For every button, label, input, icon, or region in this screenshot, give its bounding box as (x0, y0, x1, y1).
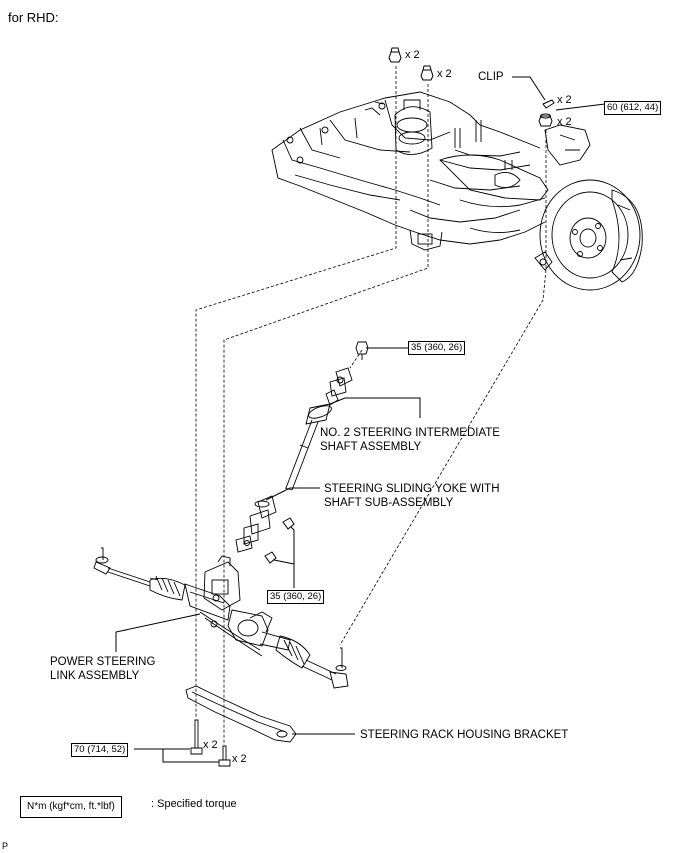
shaft-bolt-torque-box: 35 (360, 26) (408, 341, 466, 355)
knuckle-torque-leader (555, 103, 606, 111)
knuckle-nut-torque-box: 60 (612, 44) (604, 101, 662, 115)
subframe-nut-mid (420, 65, 434, 81)
nut-top-mid-qty: x 2 (437, 68, 452, 80)
power-steering-label-2: LINK ASSEMBLY (50, 670, 140, 682)
yoke-bolt-lower (264, 551, 277, 564)
yoke-bolt-upper (282, 517, 295, 530)
clip-label: CLIP (478, 71, 504, 83)
knuckle-nut-qty: x 2 (557, 116, 572, 128)
bracket-bolt-right-qty: x 2 (232, 753, 247, 765)
intermediate-shaft-label-1: NO. 2 STEERING INTERMEDIATE (320, 427, 500, 439)
alignment-lines (195, 66, 547, 745)
legend-description: : Specified torque (151, 798, 237, 810)
subframe-nut-left (388, 47, 402, 63)
intermediate-shaft-assembly (284, 341, 369, 491)
sliding-yoke-label-2: SHAFT SUB-ASSEMBLY (324, 497, 454, 509)
intermediate-shaft-leader (329, 397, 421, 418)
power-steering-link-assembly (93, 547, 349, 689)
sliding-yoke-leader (265, 487, 320, 501)
bracket-bolt-torque-leader (134, 748, 219, 763)
rack-bracket-label: STEERING RACK HOUSING BRACKET (360, 729, 569, 741)
legend-unit-box: N*m (kgf*cm, ft.*lbf) (20, 796, 122, 818)
footer-mark: P (2, 841, 9, 851)
front-suspension-subframe (271, 91, 549, 251)
variant-title: for RHD: (8, 10, 59, 25)
bracket-bolt-left-qty: x 2 (203, 739, 218, 751)
nut-top-left-qty: x 2 (405, 49, 420, 61)
clip-qty: x 2 (557, 94, 572, 106)
power-steering-leader (115, 613, 201, 652)
steering-rack-housing-bracket (185, 685, 297, 743)
intermediate-shaft-label-2: SHAFT ASSEMBLY (320, 441, 422, 453)
bracket-bolt-torque-box: 70 (714, 52) (71, 743, 129, 757)
bracket-bolt-left (190, 719, 203, 755)
yoke-bolt-torque-leader (273, 526, 295, 588)
yoke-bolt-torque-box: 35 (360, 26) (267, 590, 325, 604)
power-steering-label-1: POWER STEERING (50, 656, 156, 668)
steering-knuckle-brake-disc (534, 124, 643, 291)
clip-icon (542, 99, 555, 109)
knuckle-nut (538, 113, 553, 127)
clip-leader-line (512, 76, 546, 101)
sliding-yoke-sub-assembly (235, 495, 277, 553)
sliding-yoke-label-1: STEERING SLIDING YOKE WITH (324, 483, 500, 495)
bracket-bolt-right (218, 745, 231, 767)
